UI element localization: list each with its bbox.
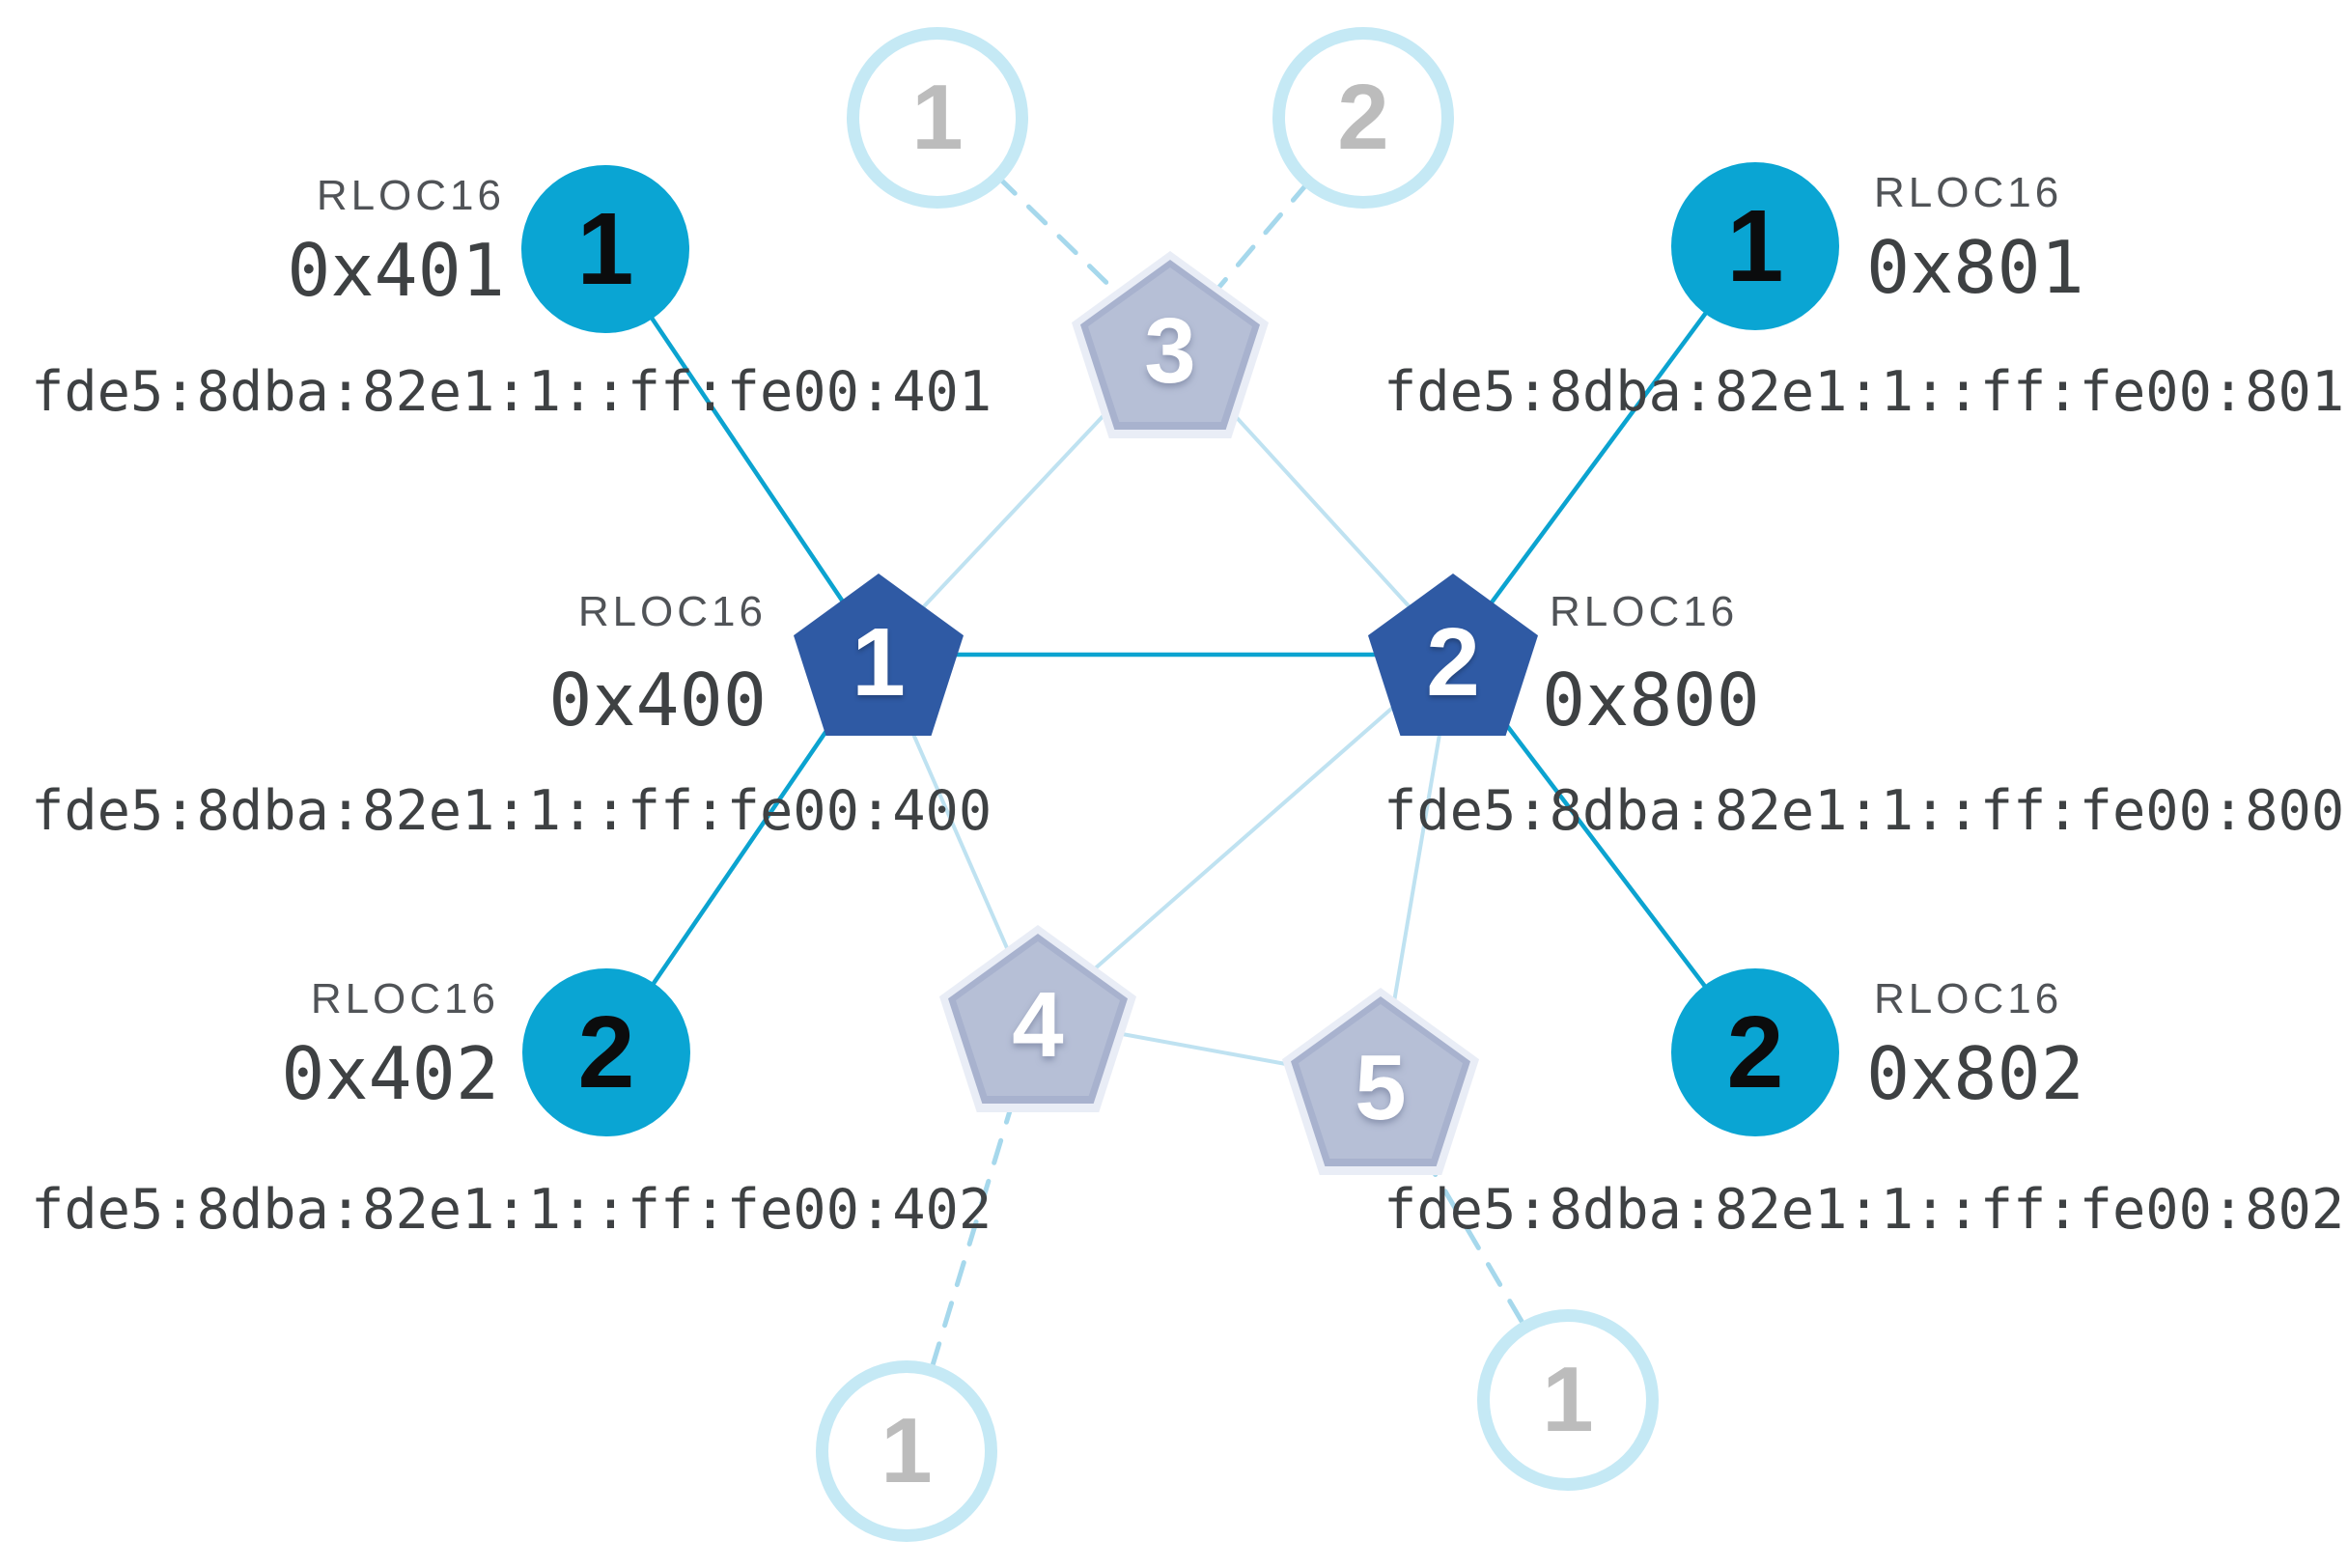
router-1-rloc16-value: 0x400 — [548, 658, 767, 742]
router-1-rloc16-label: RLOC16 — [577, 588, 767, 635]
child-401-number: 1 — [576, 192, 634, 306]
router-5-pentagon-border: 5 — [1291, 996, 1470, 1166]
child-402-number: 2 — [577, 995, 635, 1109]
child-402-rloc16-value: 0x402 — [281, 1031, 499, 1116]
router-2-rloc16-label: RLOC16 — [1550, 588, 1739, 635]
child-801-rloc16-label: RLOC16 — [1874, 169, 2063, 216]
router-2-number: 2 — [1426, 608, 1480, 716]
faded-child-bottom2-circle: 1 — [1477, 1309, 1659, 1491]
faded-child-top1-circle: 1 — [847, 27, 1028, 209]
child-402-rloc16-label: RLOC16 — [310, 975, 499, 1022]
router-4-pentagon-halo: 4 — [939, 925, 1136, 1112]
faded-child-top1-number: 1 — [911, 66, 964, 169]
child-802-circle: 2 — [1671, 968, 1839, 1136]
faded-child-top2-circle: 2 — [1272, 27, 1454, 209]
child-402-ipv6-address: fde5:8dba:82e1:1::ff:fe00:402 — [31, 1178, 992, 1242]
router-4-pentagon: 4 — [939, 925, 1136, 1112]
faded-child-bottom1-number: 1 — [880, 1399, 933, 1502]
link-router4-fadedchild1 — [904, 1016, 1041, 1454]
router-1-number: 1 — [852, 608, 906, 716]
link-child801-router2 — [1451, 244, 1757, 657]
child-401-circle: 1 — [521, 165, 689, 333]
child-402-circle: 2 — [522, 968, 690, 1136]
faded-child-bottom1-circle: 1 — [816, 1360, 997, 1542]
router-1-ipv6-address: fde5:8dba:82e1:1::ff:fe00:400 — [31, 779, 992, 843]
child-802-number: 2 — [1726, 995, 1784, 1109]
router-4-pentagon-border: 4 — [948, 934, 1128, 1104]
child-802-rloc16-value: 0x802 — [1866, 1031, 2084, 1116]
router-3-pentagon-border: 3 — [1080, 260, 1260, 430]
child-802-ipv6-address: fde5:8dba:82e1:1::ff:fe00:802 — [1384, 1178, 2345, 1242]
router-2-ipv6-address: fde5:8dba:82e1:1::ff:fe00:800 — [1384, 779, 2345, 843]
router-3-number: 3 — [1144, 299, 1196, 403]
faded-child-bottom2-number: 1 — [1542, 1348, 1594, 1451]
child-401-ipv6-address: fde5:8dba:82e1:1::ff:fe00:401 — [31, 360, 992, 424]
router-4-number: 4 — [1012, 973, 1064, 1077]
router-3-pentagon: 3 — [1072, 251, 1269, 438]
child-801-ipv6-address: fde5:8dba:82e1:1::ff:fe00:801 — [1384, 360, 2345, 424]
child-801-number: 1 — [1726, 189, 1784, 303]
faded-child-top2-number: 2 — [1337, 66, 1389, 169]
child-401-rloc16-label: RLOC16 — [316, 172, 505, 219]
child-801-circle: 1 — [1671, 162, 1839, 330]
child-401-rloc16-value: 0x401 — [287, 228, 505, 313]
router-5-number: 5 — [1355, 1036, 1407, 1139]
child-801-rloc16-value: 0x801 — [1866, 225, 2084, 310]
router-3-pentagon-halo: 3 — [1072, 251, 1269, 438]
router-5-pentagon: 5 — [1282, 988, 1479, 1175]
router-5-pentagon-halo: 5 — [1282, 988, 1479, 1175]
router-2-rloc16-value: 0x800 — [1542, 658, 1760, 742]
link-router2-router4 — [1036, 653, 1455, 1021]
child-802-rloc16-label: RLOC16 — [1874, 975, 2063, 1022]
